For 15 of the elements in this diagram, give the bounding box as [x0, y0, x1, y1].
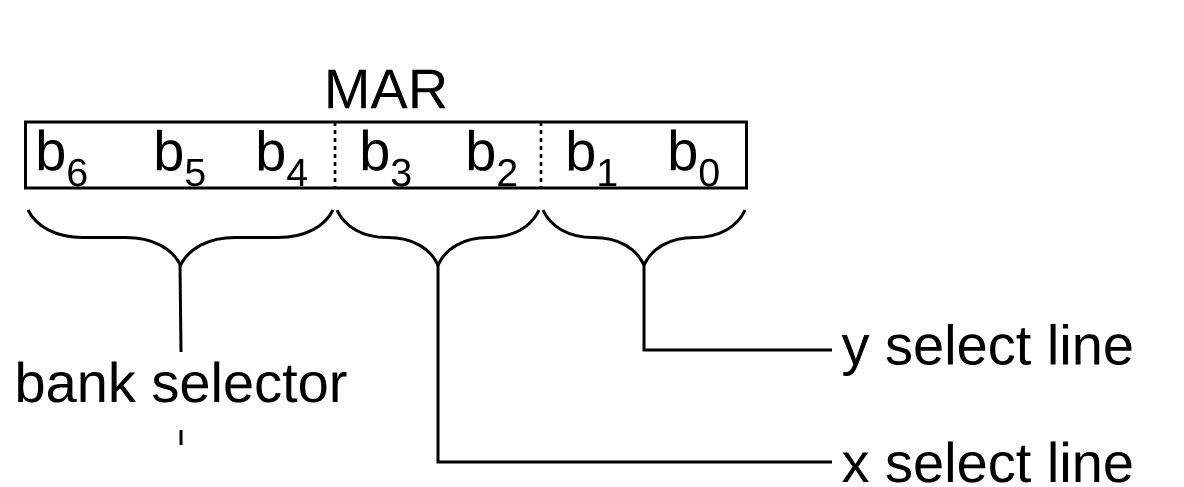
field-label: x select line	[842, 441, 1132, 483]
leader-line	[436, 264, 832, 464]
leader-line	[178, 264, 183, 352]
bit-label: b$_{3}$	[362, 129, 411, 187]
register-name: MAR	[328, 69, 446, 109]
bit-label: b$_{6}$	[38, 129, 87, 187]
bit-label: b$_{0}$	[670, 129, 719, 187]
bit-label: b$_{4}$	[258, 129, 307, 187]
bit-label: b$_{5}$	[156, 129, 205, 187]
field-label: bank selector	[18, 361, 347, 403]
field-label: y select line	[841, 323, 1132, 377]
bit-label: b$_{1}$	[568, 129, 617, 187]
leader-line	[642, 264, 832, 352]
bit-label: b$_{2}$	[468, 129, 517, 187]
register-box	[24, 120, 748, 190]
